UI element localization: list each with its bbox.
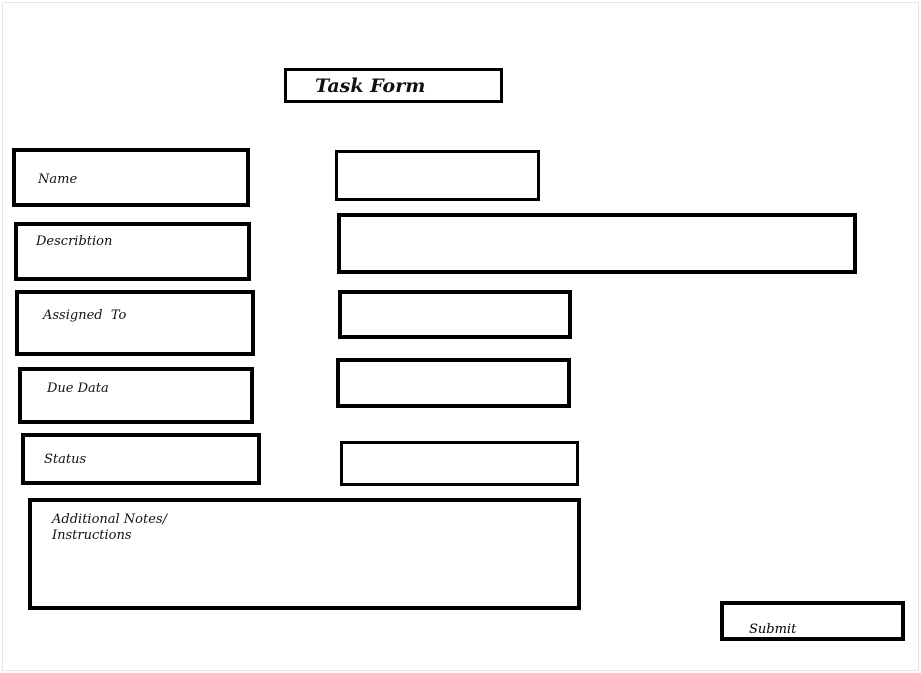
due-date-label-box: Due Data [18, 367, 254, 424]
form-title: Task Form [315, 75, 426, 97]
description-label: Describtion [36, 234, 113, 249]
description-input[interactable] [337, 213, 857, 274]
submit-button[interactable]: Submit [720, 601, 905, 641]
form-title-box: Task Form [284, 68, 503, 103]
status-input[interactable] [340, 441, 579, 486]
name-label: Name [38, 172, 78, 187]
assigned-to-label: Assigned To [43, 308, 127, 323]
status-label: Status [44, 452, 87, 467]
due-date-label: Due Data [47, 381, 109, 396]
notes-label: Additional Notes/ Instructions [52, 512, 167, 543]
description-label-box: Describtion [14, 222, 251, 281]
due-date-input[interactable] [336, 358, 571, 408]
name-input[interactable] [335, 150, 540, 201]
status-label-box: Status [21, 433, 261, 485]
assigned-to-label-box: Assigned To [15, 290, 255, 356]
notes-area[interactable]: Additional Notes/ Instructions [28, 498, 581, 610]
name-label-box: Name [12, 148, 250, 207]
assigned-to-input[interactable] [338, 290, 572, 339]
